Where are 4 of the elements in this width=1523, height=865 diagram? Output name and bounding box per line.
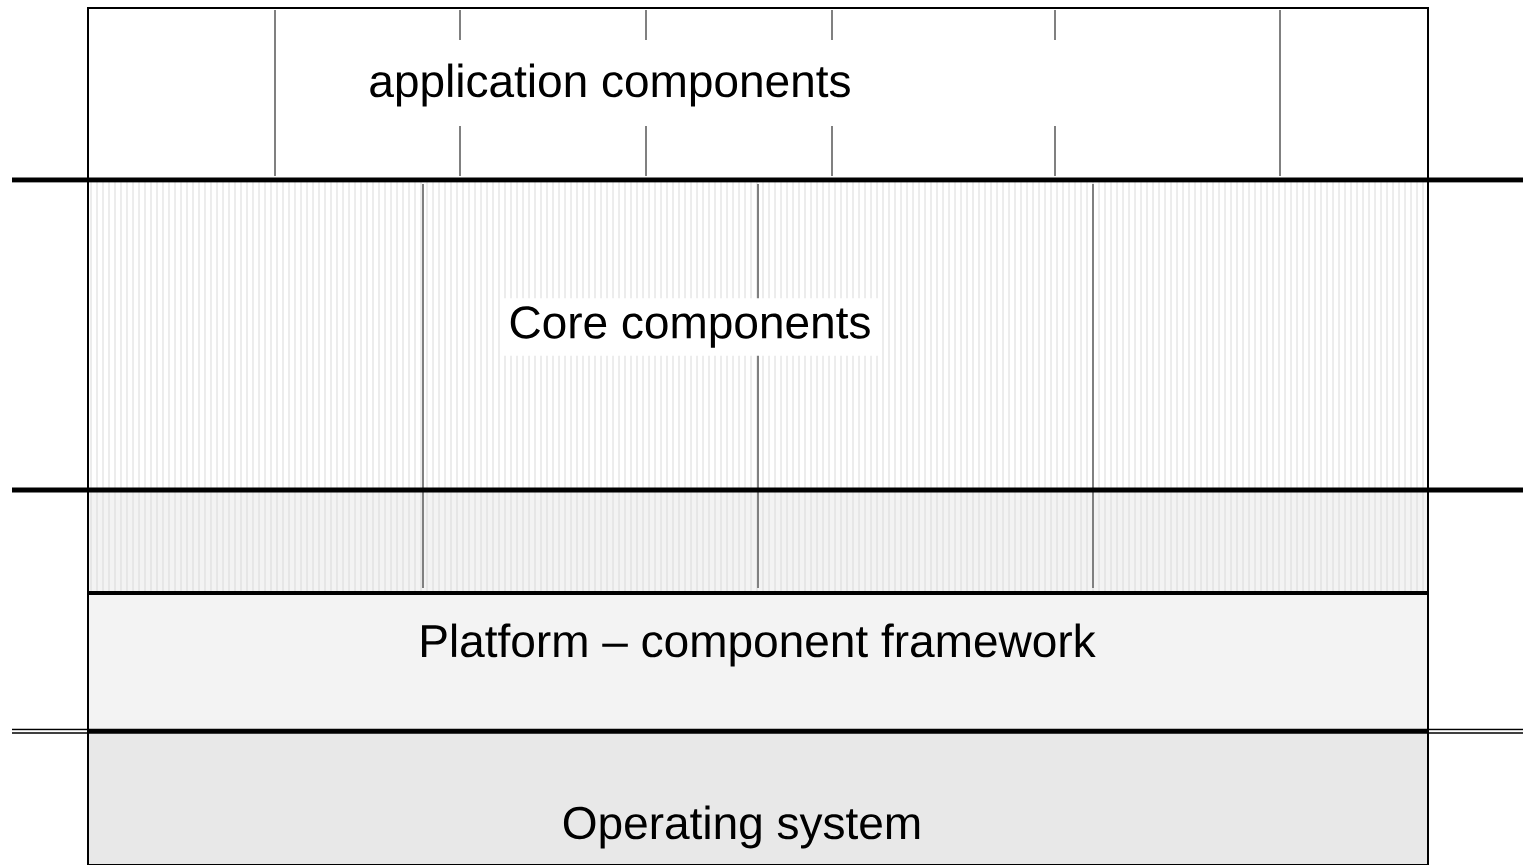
layer-band: application components <box>87 7 1429 181</box>
layer-band: Operating system <box>87 731 1429 865</box>
layer-band: Platform – component framework <box>87 593 1429 731</box>
layer-band: Core components <box>87 179 1429 593</box>
